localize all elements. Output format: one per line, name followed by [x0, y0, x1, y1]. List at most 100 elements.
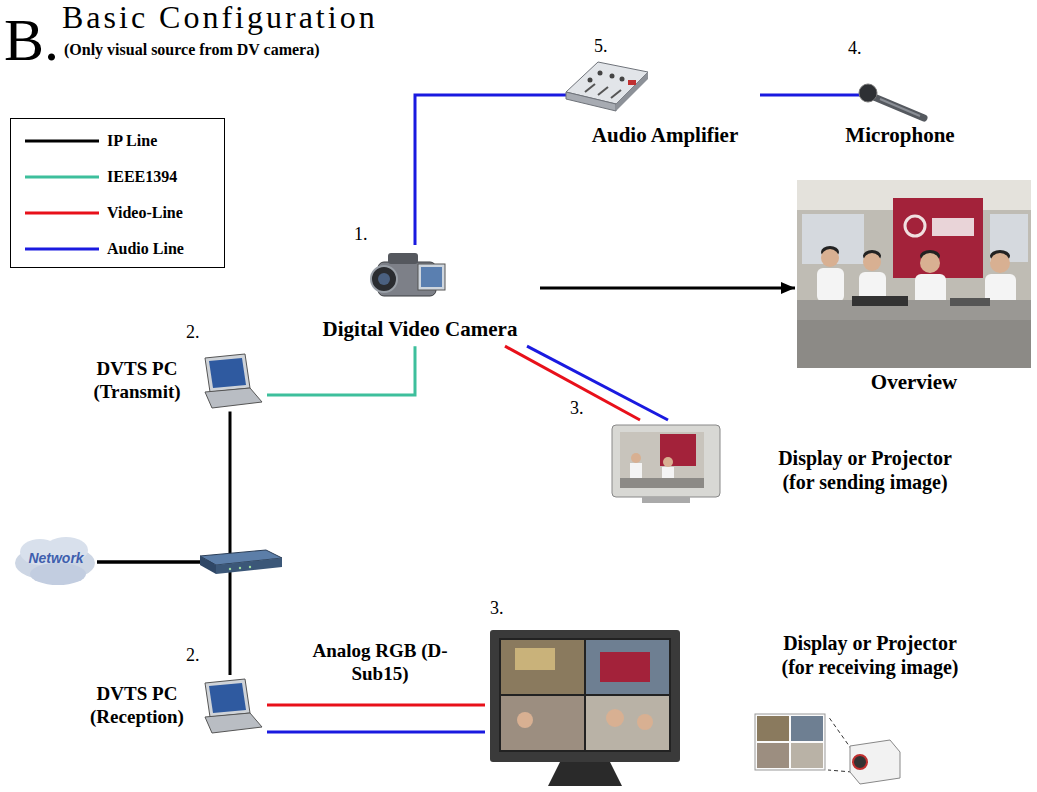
- legend-line: [25, 248, 99, 251]
- projector-illustration-part: [757, 743, 789, 768]
- legend-line-sample: [25, 244, 99, 254]
- network-cloud-box: Network: [15, 538, 97, 579]
- overview-photo-part: [797, 320, 1031, 368]
- overview-photo: [797, 180, 1031, 368]
- callout-number: 3.: [570, 398, 584, 420]
- device-label: Display or Projector (for receiving imag…: [770, 631, 970, 679]
- laptop-transmit-icon-part: [205, 354, 250, 392]
- legend-entry: Video-Line: [11, 195, 224, 231]
- connection-label: Analog RGB (D-Sub15): [298, 640, 462, 686]
- legend-line-sample: [25, 172, 99, 182]
- sending-tv-icon-part: [660, 434, 696, 466]
- network-hub-part: [200, 556, 216, 574]
- overview-photo-part: [863, 253, 881, 271]
- microphone-icon-part: [880, 99, 920, 116]
- camera-icon-part: [421, 267, 442, 287]
- subtitle: (Only visual source from DV camera): [64, 40, 320, 59]
- amplifier-icon-part: [598, 71, 603, 76]
- amplifier-icon-part: [566, 92, 616, 111]
- signal-line: [97, 562, 230, 675]
- amplifier-icon-part: [616, 72, 648, 111]
- camera-icon: [371, 253, 445, 296]
- callout-number: 2.: [186, 645, 200, 667]
- section-letter: B.: [4, 10, 59, 70]
- receiving-monitor-part: [499, 638, 671, 752]
- overview-photo-part: [893, 198, 983, 278]
- display-device: Display or Projector (for sending image): [605, 420, 965, 502]
- overview-photo-part: [821, 249, 839, 267]
- amplifier-icon-part: [598, 87, 608, 95]
- laptop-reception-icon-part: [205, 713, 262, 733]
- device-label: Microphone: [830, 123, 970, 148]
- sending-tv-icon-part: [620, 478, 704, 488]
- network-hub-part: [216, 558, 282, 574]
- amplifier-device: Audio Amplifier: [570, 35, 760, 152]
- signal-line: [505, 346, 640, 420]
- laptop-transmit-icon: [205, 354, 262, 408]
- amplifier-icon-part: [588, 78, 593, 83]
- overview-photo-part: [797, 180, 1031, 368]
- network-hub: [200, 550, 282, 574]
- legend-line-sample: [25, 208, 99, 218]
- receiving-monitor-part: [490, 630, 680, 762]
- amplifier-icon-part: [628, 80, 636, 85]
- laptop-reception-icon-part: [209, 683, 246, 713]
- callout-number: 3.: [490, 598, 504, 620]
- legend-text: Audio Line: [107, 240, 184, 258]
- callout-number: 1.: [354, 224, 368, 246]
- overview-photo-part: [920, 253, 940, 273]
- signal-line: [267, 704, 485, 707]
- overview-photo-part: [797, 300, 1031, 320]
- legend-text: IP Line: [107, 132, 157, 150]
- receiving-monitor-part: [517, 712, 533, 728]
- receiving-monitor-part: [600, 652, 650, 682]
- device-label: DVTS PC (Reception): [82, 683, 192, 729]
- microphone-icon-part: [859, 84, 877, 102]
- network-hub-part: [229, 568, 231, 570]
- receiving-monitor-part: [606, 709, 624, 727]
- callout-number: 4.: [848, 38, 862, 60]
- projector-illustration-part: [828, 716, 852, 750]
- network-hub-part: [249, 566, 251, 568]
- microphone-icon: [830, 84, 924, 118]
- projector-illustration-part: [828, 770, 852, 772]
- pc-device: DVTS PC (Reception): [82, 675, 267, 737]
- legend-text: Video-Line: [107, 204, 183, 222]
- signal-line: [267, 731, 485, 734]
- legend-entry: IP Line: [11, 123, 224, 159]
- amplifier-icon-part: [620, 77, 625, 82]
- projector-illustration-part: [757, 716, 789, 741]
- display-device: Display or Projector (for receiving imag…: [485, 625, 970, 790]
- projector-illustration-part: [755, 714, 825, 770]
- signal-line: [540, 287, 795, 290]
- laptop-transmit-icon-part: [209, 358, 246, 388]
- receiving-monitor-part: [637, 714, 653, 730]
- amplifier-icon-part: [611, 90, 621, 98]
- overview-photo-part: [932, 218, 974, 236]
- camera-icon-part: [388, 253, 418, 264]
- laptop-reception-icon: [205, 679, 262, 733]
- projector-illustration-part: [791, 716, 823, 741]
- laptop-reception-icon-part: [205, 679, 250, 717]
- signal-line: [97, 412, 230, 562]
- callout-number: 5.: [594, 36, 608, 58]
- legend-entry: Audio Line: [11, 231, 224, 267]
- overview-photo-box: Overview: [795, 176, 1033, 399]
- overview-photo-part: [905, 216, 925, 236]
- sending-tv-icon-part: [612, 425, 720, 497]
- pc-device: DVTS PC (Transmit): [82, 350, 267, 412]
- cloud-label: Network: [15, 550, 97, 567]
- amplifier-icon: [566, 62, 648, 111]
- legend-line: [25, 176, 99, 179]
- device-label: Display or Projector (for sending image): [765, 446, 965, 494]
- microphone-icon-part: [874, 97, 924, 118]
- legend-text: IEEE1394: [107, 168, 177, 186]
- legend-entry: IEEE1394: [11, 159, 224, 195]
- projector-illustration: [755, 714, 900, 784]
- network-hub-part: [239, 567, 241, 569]
- legend-box: IP LineIEEE1394Video-LineAudio Line: [10, 118, 225, 268]
- projector-illustration-part: [850, 740, 900, 784]
- signal-line: [527, 346, 668, 420]
- receiving-monitor-part: [501, 640, 584, 694]
- overview-photo-part: [950, 298, 990, 306]
